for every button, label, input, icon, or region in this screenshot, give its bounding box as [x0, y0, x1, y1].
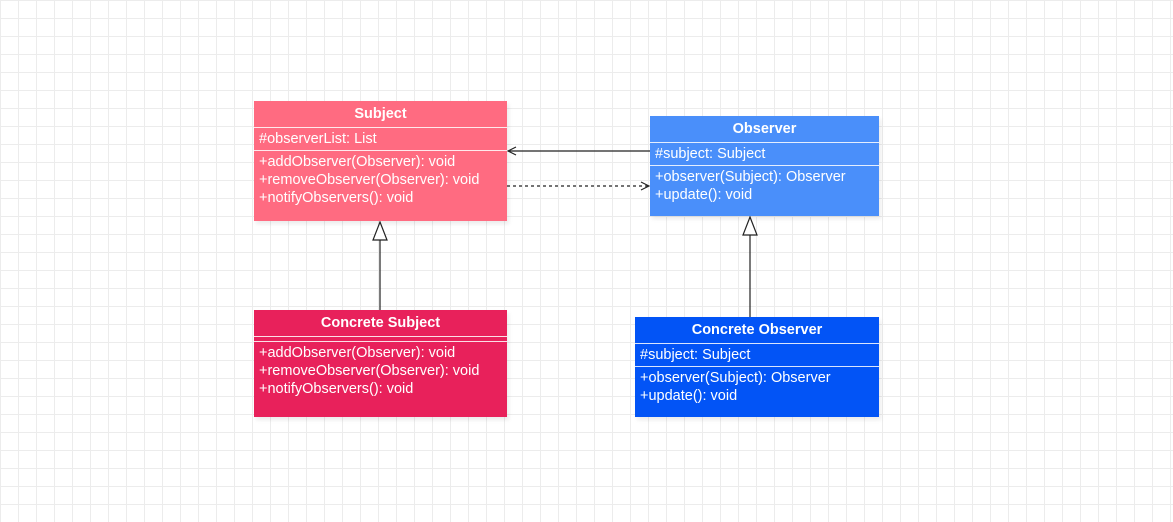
method: +notifyObservers(): void — [259, 381, 414, 397]
class-name: Observer — [650, 116, 879, 143]
attributes-section — [254, 337, 507, 342]
class-observer[interactable]: Observer #subject: Subject +observer(Sub… — [650, 116, 879, 216]
class-subject[interactable]: Subject #observerList: List +addObserver… — [254, 101, 507, 221]
methods-section: +addObserver(Observer): void +removeObse… — [254, 342, 507, 400]
method: +addObserver(Observer): void — [259, 154, 456, 170]
method: +removeObserver(Observer): void — [259, 363, 480, 379]
method: +observer(Subject): Observer — [640, 370, 831, 386]
method: +removeObserver(Observer): void — [259, 172, 480, 188]
class-concrete-observer[interactable]: Concrete Observer #subject: Subject +obs… — [635, 317, 879, 417]
attributes-section: #observerList: List — [254, 128, 507, 151]
method: +addObserver(Observer): void — [259, 345, 456, 361]
attribute: #subject: Subject — [640, 347, 751, 363]
method: +update(): void — [655, 187, 753, 203]
attributes-section: #subject: Subject — [650, 143, 879, 166]
generalization-triangle-subject — [372, 220, 388, 241]
class-name: Concrete Observer — [635, 317, 879, 344]
method: +update(): void — [640, 388, 738, 404]
class-concrete-subject[interactable]: Concrete Subject +addObserver(Observer):… — [254, 310, 507, 417]
generalization-triangle-observer — [742, 215, 758, 236]
attributes-section: #subject: Subject — [635, 344, 879, 367]
class-name: Concrete Subject — [254, 310, 507, 337]
methods-section: +addObserver(Observer): void +removeObse… — [254, 151, 507, 209]
attribute: #subject: Subject — [655, 146, 766, 162]
class-name: Subject — [254, 101, 507, 128]
attribute: #observerList: List — [259, 131, 377, 147]
method: +observer(Subject): Observer — [655, 169, 846, 185]
methods-section: +observer(Subject): Observer +update(): … — [650, 166, 879, 206]
method: +notifyObservers(): void — [259, 190, 414, 206]
methods-section: +observer(Subject): Observer +update(): … — [635, 367, 879, 407]
